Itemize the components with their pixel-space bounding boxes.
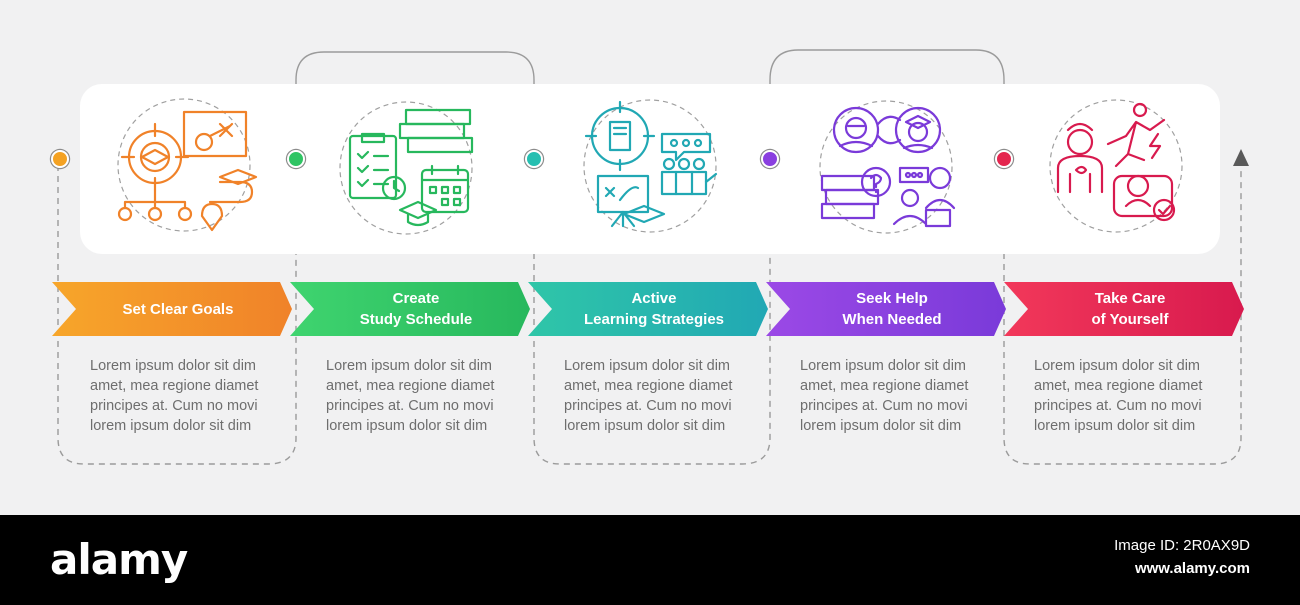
step-title-4: Seek Help When Needed: [766, 282, 1006, 336]
end-arrow-icon: [1233, 149, 1249, 166]
bottom-loop-3: [1003, 165, 1242, 465]
footer-bar: alamy Image ID: 2R0AX9D www.alamy.com: [0, 515, 1300, 605]
goals-target-icon: [117, 98, 258, 232]
icon-card-4: [770, 84, 1004, 254]
icon-card-3: [534, 84, 770, 254]
image-id: Image ID: 2R0AX9D: [1114, 537, 1250, 554]
infographic: Set Clear Goals Create Study Schedule Ac…: [51, 49, 1249, 465]
top-loop-1: [295, 51, 535, 157]
top-loop-2: [769, 49, 1005, 157]
learning-strategies-icon: [583, 99, 718, 233]
seek-help-icon: [819, 100, 956, 234]
step-title-1: Set Clear Goals: [52, 282, 292, 336]
icon-card-2: [296, 84, 534, 254]
study-schedule-icon: [339, 101, 474, 235]
step-dot-5: [995, 150, 1013, 168]
step-description-4: Lorem ipsum dolor sit dim amet, mea regi…: [800, 358, 969, 434]
connector-lines: [57, 49, 1249, 465]
step-description-3: Lorem ipsum dolor sit dim amet, mea regi…: [564, 358, 733, 434]
step-description-5: Lorem ipsum dolor sit dim amet, mea regi…: [1034, 358, 1203, 434]
step-dot-1: [51, 150, 69, 168]
step-dot-3: [525, 150, 543, 168]
icon-card-5: [1004, 84, 1220, 254]
step-description-1: Lorem ipsum dolor sit dim amet, mea regi…: [90, 358, 259, 434]
step-title-3: Active Learning Strategies: [528, 282, 768, 336]
bottom-loop-1: [57, 165, 297, 465]
step-title-5: Take Care of Yourself: [1004, 282, 1244, 336]
step-title-2: Create Study Schedule: [290, 282, 530, 336]
step-description-2: Lorem ipsum dolor sit dim amet, mea regi…: [326, 358, 495, 434]
site-url: www.alamy.com: [1134, 560, 1250, 577]
self-care-icon: [1049, 99, 1183, 233]
bottom-loop-2: [533, 165, 771, 465]
alamy-logo: alamy: [50, 535, 188, 584]
icon-card-1: [80, 84, 296, 254]
step-dot-2: [287, 150, 305, 168]
step-dot-4: [761, 150, 779, 168]
